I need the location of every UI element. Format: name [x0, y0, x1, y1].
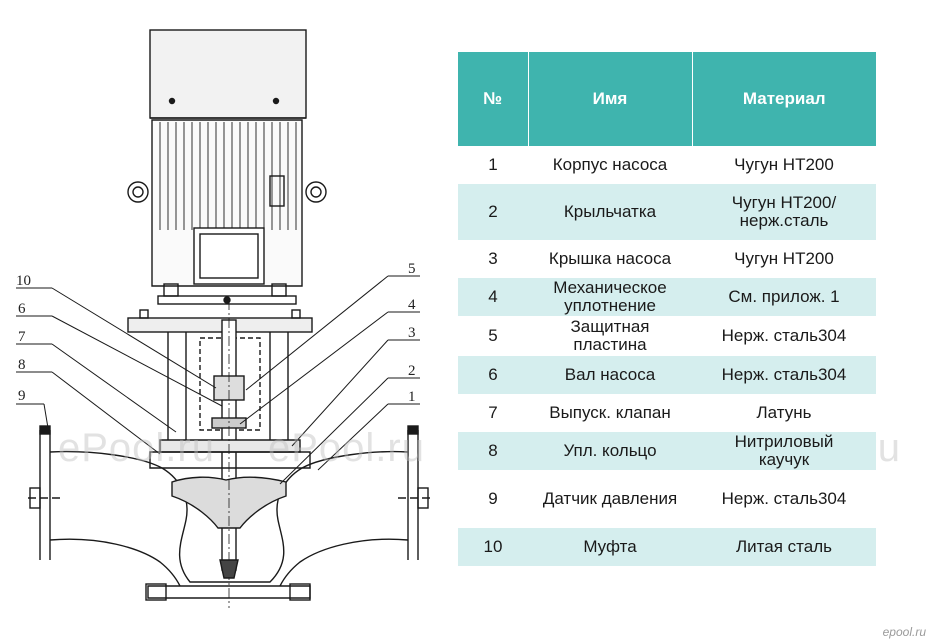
header-name: Имя: [527, 52, 692, 146]
callout-9: 9: [18, 388, 26, 404]
brand-logo: epool.ru: [882, 625, 926, 639]
motor-top-cover: [149, 29, 307, 119]
row-number: 9: [488, 489, 498, 508]
table-row: 6 Вал насоса Нерж. сталь304: [458, 356, 876, 394]
table-row: 8 Упл. кольцо Нитриловый каучук: [458, 432, 876, 470]
table-row: 1 Корпус насоса Чугун HT200: [458, 146, 876, 184]
table-row: 5 Защитная пластина Нерж. сталь304: [458, 316, 876, 356]
row-material: Нерж. сталь304: [721, 489, 847, 508]
pump-bracket: [167, 332, 289, 440]
lifting-eye-left: [127, 181, 149, 203]
header-material: Материал: [691, 52, 876, 146]
row-number: 10: [458, 528, 528, 566]
row-material: Чугун HT200: [734, 155, 834, 174]
table-row: 9 Датчик давления Нерж. сталь304: [458, 470, 876, 528]
row-material: Латунь: [756, 403, 812, 422]
callout-7: 7: [18, 329, 26, 345]
row-material: Нерж. сталь304: [692, 356, 876, 394]
row-number: 5: [488, 326, 498, 345]
row-number: 1: [488, 155, 498, 174]
row-name: Упл. кольцо: [528, 432, 692, 470]
header-number: №: [458, 52, 528, 146]
row-name: Датчик давления: [542, 489, 678, 508]
row-material: Литая сталь: [692, 528, 876, 566]
table-row: 2 Крыльчатка Чугун HT200/ нерж.сталь: [458, 184, 876, 240]
row-material: Нитриловый каучук: [692, 432, 876, 470]
row-name: Механическое уплотнение: [528, 278, 692, 316]
row-name: Муфта: [528, 528, 692, 566]
row-number: 4: [458, 278, 528, 316]
row-number: 7: [488, 403, 498, 422]
bracket-flange: [127, 317, 313, 333]
table-row: 3 Крышка насоса Чугун HT200: [458, 240, 876, 278]
row-material: Чугун HT200: [734, 249, 834, 268]
row-name: Крышка насоса: [548, 249, 672, 268]
row-material: Чугун HT200/ нерж.сталь: [692, 184, 876, 240]
row-material: См. прилож. 1: [692, 278, 876, 316]
row-name: Крыльчатка: [528, 184, 692, 240]
callout-5: 5: [408, 261, 416, 277]
parts-table: № Имя Материал 1 Корпус насоса Чугун HT2…: [458, 52, 876, 566]
row-name: Защитная пластина: [570, 317, 650, 354]
table-row: 10 Муфта Литая сталь: [458, 528, 876, 566]
row-number: 6: [458, 356, 528, 394]
lifting-eye-right: [305, 181, 327, 203]
row-name: Корпус насоса: [552, 155, 668, 174]
callout-8: 8: [18, 357, 26, 373]
row-material: Нерж. сталь304: [721, 326, 847, 345]
table-row: 4 Механическое уплотнение См. прилож. 1: [458, 278, 876, 316]
row-number: 2: [458, 184, 528, 240]
table-row: 7 Выпуск. клапан Латунь: [458, 394, 876, 432]
row-number: 8: [458, 432, 528, 470]
table-header-row: № Имя Материал: [458, 52, 876, 146]
callout-10: 10: [16, 273, 31, 289]
callout-1: 1: [408, 389, 416, 405]
callout-6: 6: [18, 301, 26, 317]
row-name: Вал насоса: [528, 356, 692, 394]
callout-3: 3: [408, 325, 416, 341]
terminal-box: [193, 227, 265, 285]
row-name: Выпуск. клапан: [549, 403, 671, 422]
callout-4: 4: [408, 297, 416, 313]
callout-2: 2: [408, 363, 416, 379]
row-number: 3: [488, 249, 498, 268]
